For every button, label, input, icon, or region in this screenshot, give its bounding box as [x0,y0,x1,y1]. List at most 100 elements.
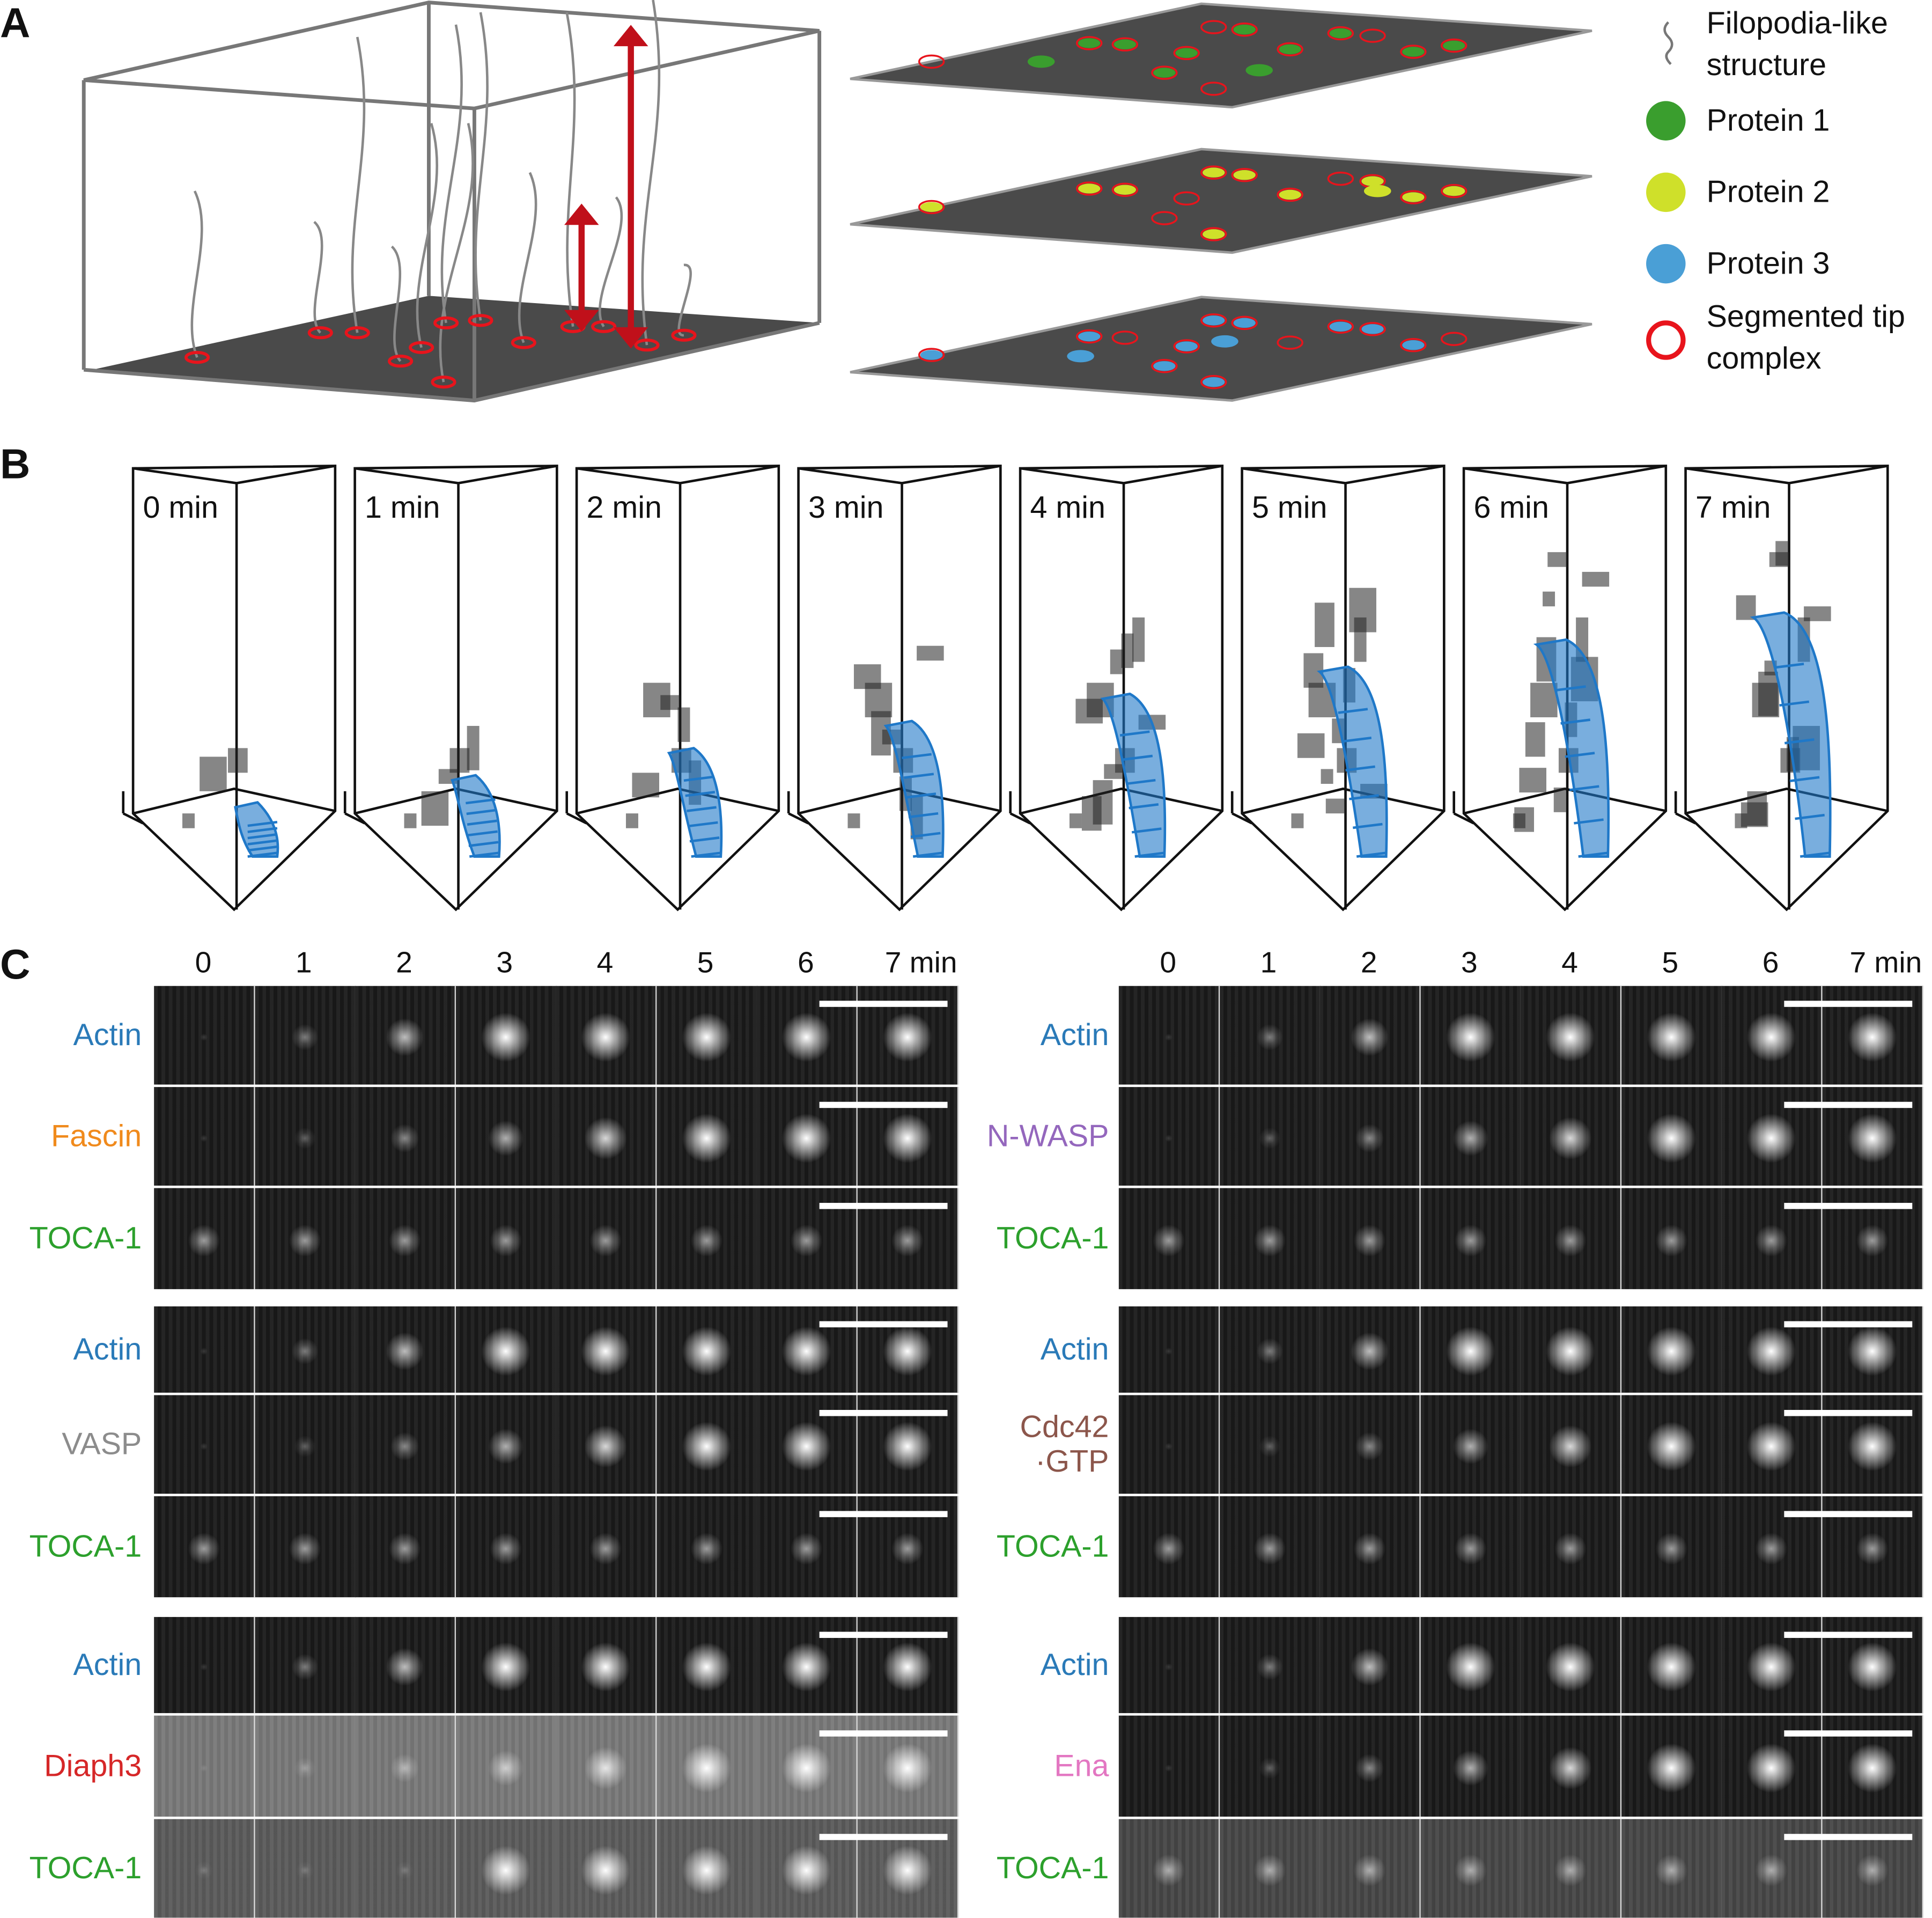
tip-ring [1173,46,1200,60]
filopodium [439,123,474,383]
microscopy-tile [756,1395,858,1494]
tip-ring [1076,36,1103,50]
mesh-line [1560,718,1591,725]
mesh-line [1125,778,1156,785]
bounding-box [1019,465,1224,912]
colocalized-spot [1279,189,1301,200]
mesh-surface [1533,638,1610,858]
microscopy-tile [154,1306,255,1393]
mesh-line [908,812,939,819]
signal-voxel [1547,552,1568,567]
signal-voxel [404,813,417,828]
channel-label: Actin [1040,1648,1109,1682]
tip-ring [1200,227,1227,241]
legend-protein-1: Protein 1 [1706,103,1830,138]
microscopy-tile [355,1715,456,1817]
microscopy-tile [1620,1188,1722,1289]
microscopy-tile [1118,1715,1220,1817]
microscopy-tile [756,986,858,1085]
microscopy-tile [154,1188,255,1289]
tip-ring [1231,22,1258,37]
microscopy-tile [1520,1715,1622,1817]
mesh-line [468,830,498,837]
time-header: 3 [496,946,513,980]
microscopy-tile [1219,1819,1321,1918]
protein-spot [1211,335,1238,348]
legend-segmented-tip: Segmented tip complex [1706,299,1905,376]
legend-filopodia: Filopodia-like structure [1706,6,1888,83]
mesh-body [667,746,723,858]
microscopy-tile [254,1087,356,1186]
filopodium [313,221,323,334]
microscopy-tile [1620,1819,1722,1918]
axis-icon [1009,791,1031,825]
channel-label: N-WASP [986,1119,1109,1154]
microscopy-tile [455,1306,557,1393]
signal-voxel [1069,813,1082,828]
microscopy-tile [756,1306,858,1393]
signal-voxel [467,726,480,770]
channel-label: TOCA-1 [29,1851,142,1886]
signal-voxel [1132,617,1145,662]
panel-label-b: B [0,441,31,488]
microscopy-tile [556,1616,657,1714]
time-header: 7 min [1849,946,1922,980]
signal-voxel [1553,787,1566,812]
time-label: 1 min [364,490,440,525]
filopodia-3d-schematic [82,0,1592,403]
bounding-box [1241,465,1446,912]
channel-label: Cdc42 ·GTP [1020,1409,1109,1479]
scale-bar [1784,1511,1913,1517]
microscopy-tile [1319,1819,1421,1918]
microscopy-tile [656,1188,757,1289]
mesh-line [1556,685,1586,692]
colocalized-spot [1153,361,1176,371]
tip-ring [918,348,945,362]
colocalized-spot [1203,315,1225,326]
microscopy-tile [355,1496,456,1598]
channel-label: TOCA-1 [996,1851,1109,1886]
microscopy-tile [1219,1188,1321,1289]
microscopy-tile [254,1496,356,1598]
time-label: 0 min [143,490,218,525]
tip-ring [1200,374,1227,390]
signal-voxel [1758,671,1778,716]
height-arrows [564,25,648,349]
microscopy-tile [154,1715,255,1817]
microscopy-tile [254,986,356,1085]
channel-label: TOCA-1 [29,1529,142,1564]
axis-icon [1452,791,1474,825]
signal-voxel [1747,791,1767,826]
microscopy-tile [254,1616,356,1714]
tip-ring [388,355,414,368]
time-header: 2 [1360,946,1377,980]
tip-ring [1111,37,1139,52]
tip-ring [918,200,945,215]
time-header: 4 [596,946,614,980]
microscopy-tile [1118,986,1220,1085]
time-label: 4 min [1030,490,1105,525]
mesh-line [902,753,932,760]
scale-bar [819,1321,948,1328]
tip-ring [1200,313,1227,328]
microscopy-tile [1822,1306,1923,1393]
time-header: 1 [295,946,312,980]
mesh-surface [1750,611,1832,858]
substrate-floor [92,296,820,401]
filopodium [677,263,692,337]
tip-ring [1441,38,1468,53]
channel-label: TOCA-1 [29,1221,142,1256]
microscopy-tile [857,1306,958,1393]
time-header: 6 [798,946,814,980]
microscopy-tile [1520,1188,1622,1289]
tip-ring [1277,42,1303,57]
signal-voxel [1297,733,1325,758]
timepoint-box [565,465,780,912]
tip-ring [1327,26,1354,41]
tip-ring [1400,45,1427,59]
signal-voxel [1514,807,1535,832]
colocalized-spot [1329,28,1352,39]
axis-icon [787,791,809,825]
microscopy-tile [1620,1395,1722,1494]
mesh-line [1795,813,1825,820]
